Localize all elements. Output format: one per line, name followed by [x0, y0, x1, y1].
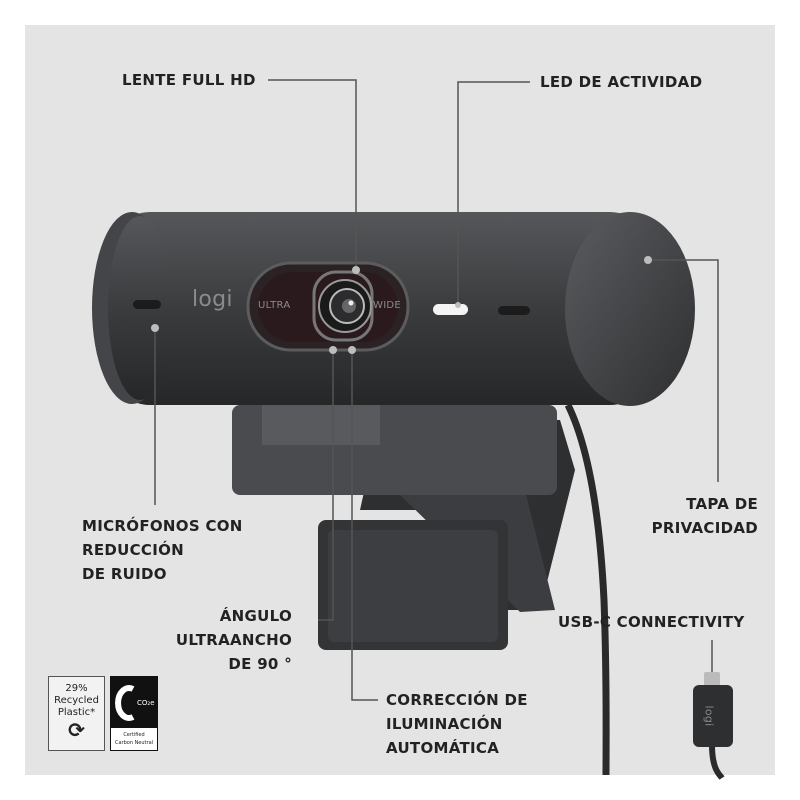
- activity-led: [433, 304, 468, 315]
- recycle-icon: ⟳: [68, 718, 85, 742]
- carbon-c-icon: [115, 685, 135, 721]
- logi-logo: logi: [192, 287, 233, 312]
- callout-lines: [154, 79, 719, 701]
- usb-cable: [564, 403, 610, 776]
- mount-clip: [232, 405, 575, 650]
- webcam-body: [92, 212, 695, 406]
- lens-ultra-text: ULTRA: [258, 300, 291, 311]
- usb-logi-logo: logi: [702, 705, 716, 727]
- mic-right: [498, 306, 530, 315]
- mic-left: [133, 300, 161, 309]
- callout-led: LED DE ACTIVIDAD: [540, 73, 703, 91]
- co2e-text: CO₂e: [137, 699, 155, 707]
- privacy-cover: [565, 212, 695, 406]
- callout-lens: LENTE FULL HD: [122, 71, 256, 89]
- usb-c-connector: [693, 672, 733, 747]
- lens-wide-text: WIDE: [373, 300, 402, 311]
- callout-usb: USB-C CONNECTIVITY: [558, 613, 745, 631]
